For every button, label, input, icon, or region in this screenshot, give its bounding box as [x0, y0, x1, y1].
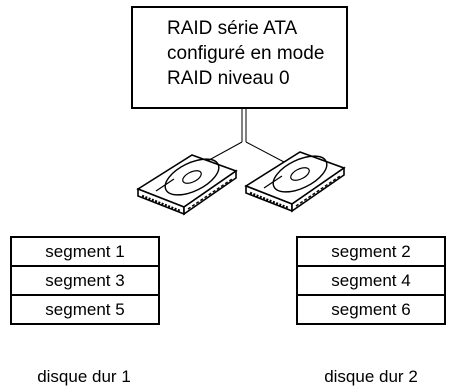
segment-cell: segment 6 — [296, 294, 446, 325]
segment-cell: segment 3 — [10, 265, 160, 296]
disk-2-label: disque dur 2 — [324, 367, 418, 386]
segment-cell: segment 5 — [10, 294, 160, 325]
segment-cell: segment 4 — [296, 265, 446, 296]
disk-2-segment-table: segment 2 segment 4 segment 6 — [296, 236, 446, 325]
raid-controller-box: RAID série ATA configuré en mode RAID ni… — [131, 6, 348, 109]
controller-line-3: RAID niveau 0 — [167, 68, 290, 89]
segment-cell: segment 1 — [10, 236, 160, 267]
controller-line-1: RAID série ATA — [167, 18, 298, 39]
cable-lines — [199, 109, 285, 166]
hard-disk-icon — [244, 151, 346, 213]
disk-1-segment-table: segment 1 segment 3 segment 5 — [10, 236, 160, 325]
disk-1-label: disque dur 1 — [37, 367, 131, 386]
controller-line-2: configuré en mode — [167, 43, 325, 64]
segment-cell: segment 2 — [296, 236, 446, 267]
hard-disk-icon — [136, 154, 238, 216]
